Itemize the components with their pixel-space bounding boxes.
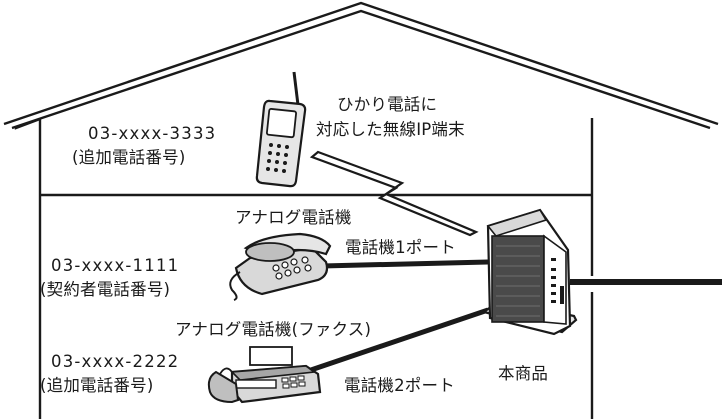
wireless-signal-icon [309,150,479,237]
port2-cable [304,307,489,375]
router-label: 本商品 [498,364,549,383]
mobile-caption-line2: 対応した無線IP端末 [316,120,465,139]
fax-caption: アナログ電話機(ファクス) [175,320,372,339]
phone-caption: アナログ電話機 [235,208,352,227]
router-icon [481,208,578,336]
mobile-caption-line1: ひかり電話に [337,95,438,114]
mobile-number: 03-xxxx-3333 [88,124,217,143]
phone-number-note: (契約者電話番号) [40,280,171,299]
port1-label: 電話機1ポート [345,238,456,257]
house-outline-icon [3,1,719,419]
analog-telephone-icon [229,232,332,301]
port2-label: 電話機2ポート [344,376,455,395]
port1-cable [321,259,489,269]
mobile-number-note: (追加電話番号) [72,148,186,167]
fax-number-note: (追加電話番号) [40,376,154,395]
fax-machine-icon [207,346,322,404]
phone-number: 03-xxxx-1111 [51,256,180,275]
wireless-handset-icon [255,71,307,188]
fax-number: 03-xxxx-2222 [51,352,180,371]
